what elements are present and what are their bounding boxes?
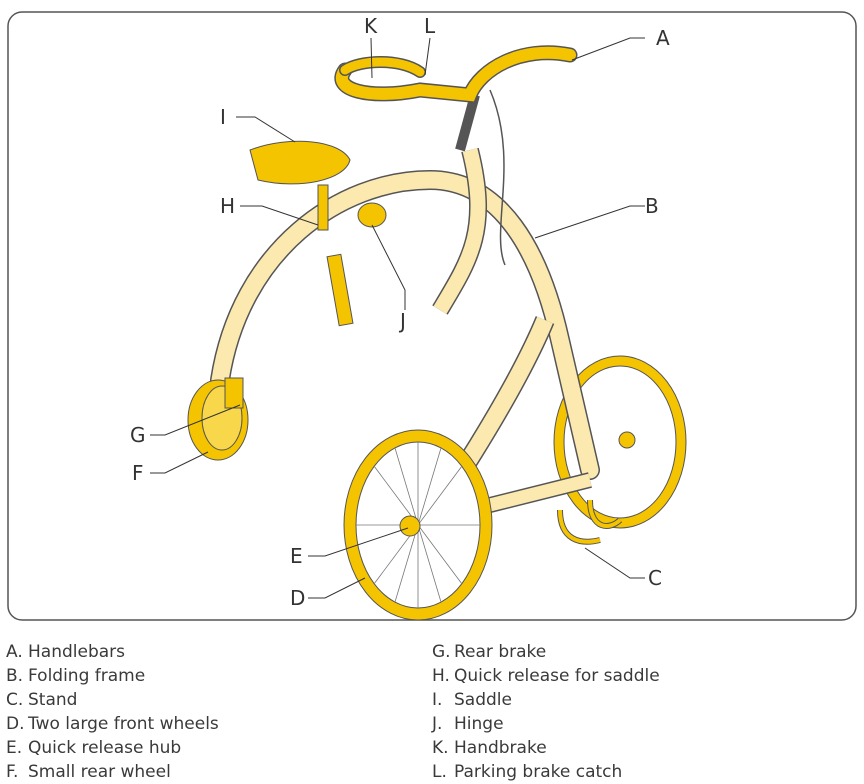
front-wheel-left: [343, 429, 493, 621]
label-l: L: [424, 14, 436, 38]
legend-item: G.Rear brake: [432, 640, 660, 664]
small-rear-wheel: [187, 377, 249, 461]
legend-item: A.Handlebars: [6, 640, 219, 664]
leader-lines: [150, 37, 645, 599]
legend-text: Saddle: [454, 690, 512, 710]
legend-text: Small rear wheel: [28, 762, 171, 782]
legend-text: Rear brake: [454, 642, 547, 662]
diagram-border: [7, 11, 857, 621]
label-e: E: [290, 544, 303, 568]
label-i: I: [220, 105, 226, 129]
legend-text: Hinge: [454, 714, 504, 734]
legend-text: Parking brake catch: [454, 762, 623, 782]
label-f: F: [132, 461, 144, 485]
hinge: [357, 202, 387, 228]
legend-text: Handbrake: [454, 738, 547, 758]
label-c: C: [648, 566, 662, 590]
legend-item: D.Two large front wheels: [6, 712, 219, 736]
legend-item: K.Handbrake: [432, 736, 660, 760]
legend-text: Two large front wheels: [28, 714, 219, 734]
legend-key: H.: [432, 666, 450, 686]
handlebars: [334, 45, 578, 266]
legend-key: E.: [6, 738, 23, 758]
legend-item: L. Parking brake catch: [432, 760, 660, 784]
legend-item: E.Quick release hub: [6, 736, 219, 760]
legend-key: A.: [6, 642, 23, 662]
legend-left: A.Handlebars B.Folding frame C.Stand D.T…: [6, 640, 219, 784]
label-h: H: [220, 194, 235, 218]
legend-key: K.: [432, 738, 449, 758]
legend-key: L.: [432, 762, 447, 782]
legend-key: F.: [6, 762, 19, 782]
label-k: K: [364, 14, 378, 38]
legend-text: Folding frame: [28, 666, 146, 686]
label-d: D: [290, 586, 305, 610]
legend-item: H.Quick release for saddle: [432, 664, 660, 688]
legend-item: I. Saddle: [432, 688, 660, 712]
label-b: B: [645, 194, 659, 218]
legend-key: J.: [432, 714, 443, 734]
label-g: G: [130, 423, 146, 447]
legend-key: D.: [6, 714, 25, 734]
bike-diagram: A B C D E F G H I J K L: [7, 11, 857, 621]
legend-key: I.: [432, 690, 443, 710]
legend-text: Quick release hub: [28, 738, 182, 758]
saddle: [249, 140, 354, 327]
label-a: A: [656, 26, 670, 50]
legend-right: G.Rear brake H.Quick release for saddle …: [432, 640, 660, 784]
legend-item: J. Hinge: [432, 712, 660, 736]
legend-item: F. Small rear wheel: [6, 760, 219, 784]
legend-text: Quick release for saddle: [454, 666, 660, 686]
legend-key: B.: [6, 666, 24, 686]
legend-item: B.Folding frame: [6, 664, 219, 688]
legend-item: C.Stand: [6, 688, 219, 712]
legend-key: G.: [432, 642, 451, 662]
legend-text: Stand: [28, 690, 78, 710]
label-j: J: [398, 309, 406, 333]
legend-key: C.: [6, 690, 24, 710]
legend-text: Handlebars: [28, 642, 126, 662]
